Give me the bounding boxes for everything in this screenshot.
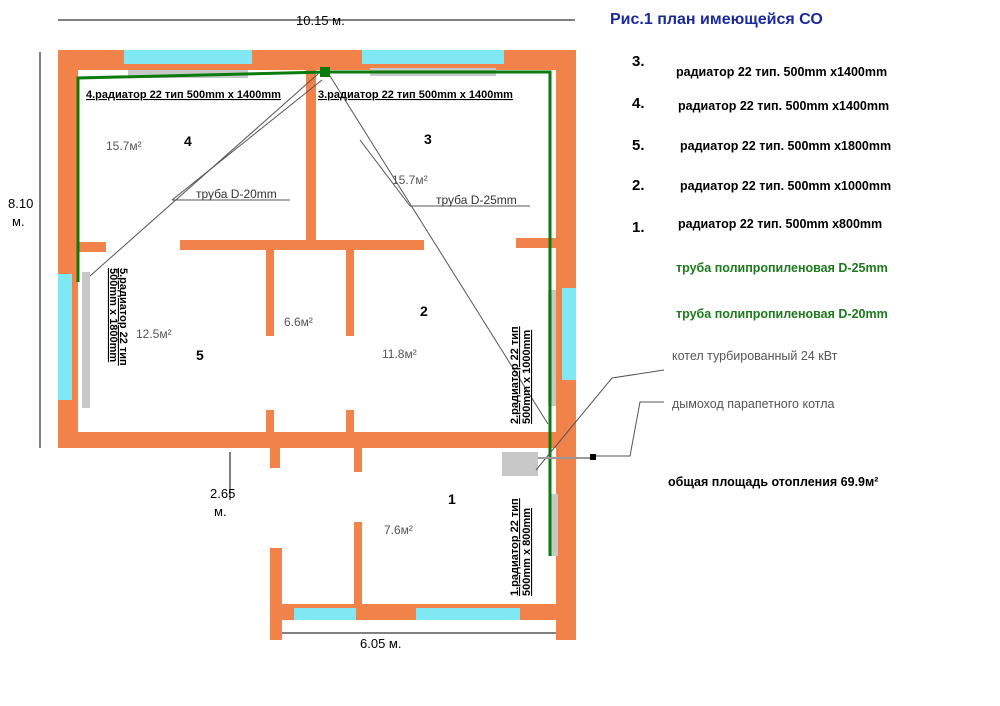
wall-partition-6-right xyxy=(346,250,354,336)
wall-lower-left xyxy=(270,548,282,640)
dim-step-value: 2.65 xyxy=(210,486,235,501)
legend-item-number: 3. xyxy=(632,53,645,70)
window-left xyxy=(58,274,72,400)
total-heated-area: общая площадь отопления 69.9м² xyxy=(668,475,878,489)
legend-item-number: 4. xyxy=(632,95,645,112)
room-area: 6.6м² xyxy=(284,315,313,329)
pipe-junction xyxy=(320,67,330,77)
window-top-2 xyxy=(362,50,504,64)
radiator-3-label: 3.радиатор 22 тип 500mm х 1400mm xyxy=(318,89,513,101)
dim-left-value: 8.10 xyxy=(8,196,33,211)
pipe-d25-label: труба D-25mm xyxy=(436,193,517,207)
chimney-callout: дымоход парапетного котла xyxy=(672,397,834,411)
room-number: 5 xyxy=(196,347,204,363)
dim-left-unit: м. xyxy=(12,214,25,229)
legend-item-text: радиатор 22 тип. 500mm x1400mm xyxy=(676,65,887,79)
window-top-1 xyxy=(124,50,252,64)
leader-lines xyxy=(89,73,665,471)
radiators xyxy=(82,68,558,556)
leader-boiler xyxy=(535,369,665,471)
dimension-lines xyxy=(39,19,576,634)
legend-title: Рис.1 план имеющейся СО xyxy=(610,11,823,28)
radiator-5-label-line2: 500mm x 1800mm xyxy=(107,268,119,362)
wall-stub-d xyxy=(354,448,362,472)
radiator-4-label: 4.радиатор 22 тип 500mm х 1400mm xyxy=(86,89,281,101)
room-area: 12.5м² xyxy=(136,327,172,341)
window-bottom-2 xyxy=(416,608,520,620)
legend-item-number: 1. xyxy=(632,219,645,236)
legend-item-number: 2. xyxy=(632,177,645,194)
room-number: 4 xyxy=(184,133,192,149)
dim-bottom: 6.05 м. xyxy=(360,636,401,651)
room-area: 11.8м² xyxy=(382,347,417,361)
wall-stub-e xyxy=(354,522,362,604)
radiator-1 xyxy=(550,494,558,556)
room-number: 1 xyxy=(448,491,456,507)
leader-chimney xyxy=(594,401,664,457)
radiator-2-label-line2: 500mm x 1000mm xyxy=(521,330,533,424)
wall-right-stub xyxy=(516,238,556,248)
legend-item-text: радиатор 22 тип. 500mm x800mm xyxy=(678,217,882,231)
wall-stub-c xyxy=(270,448,280,468)
legend-item-text: радиатор 22 тип. 500mm x1400mm xyxy=(678,99,889,113)
outer-wall-right xyxy=(556,50,576,448)
room-area: 15.7м² xyxy=(392,173,428,187)
boiler-unit xyxy=(502,452,538,476)
legend-item-number: 5. xyxy=(632,137,645,154)
room-area: 15.7м² xyxy=(106,139,142,153)
chimney-end xyxy=(590,454,596,460)
leader-d25-b xyxy=(359,139,411,207)
dim-step-unit: м. xyxy=(214,504,227,519)
wall-partition-6-left xyxy=(266,250,274,336)
windows xyxy=(58,50,576,620)
wall-mid-horizontal xyxy=(58,432,576,448)
dim-top: 10.15 м. xyxy=(296,13,345,28)
pipe-d20-label: труба D-20mm xyxy=(196,187,277,201)
wall-partition-horizontal xyxy=(180,240,424,250)
room-area: 7.6м² xyxy=(384,523,413,537)
radiator-5-label-line1: 5.радиатор 22 тип xyxy=(117,268,129,366)
legend-pipe-20: труба полипропиленовая D-20mm xyxy=(676,307,888,321)
boiler-callout: котел турбированный 24 кВт xyxy=(672,349,838,363)
wall-left-stub xyxy=(78,242,106,252)
room-number: 3 xyxy=(424,131,432,147)
window-right xyxy=(562,288,576,380)
legend-item-text: радиатор 22 тип. 500mm x1800mm xyxy=(680,139,891,153)
wall-stub-a xyxy=(266,410,274,432)
leader-d25-a xyxy=(329,75,549,425)
radiator-1-label-line1: 1.радиатор 22 тип xyxy=(509,498,521,596)
window-bottom-1 xyxy=(294,608,356,620)
wall-partition-top xyxy=(306,70,316,242)
room-number: 2 xyxy=(420,303,428,319)
wall-stub-b xyxy=(346,410,354,432)
radiator-2 xyxy=(548,290,556,406)
wall-lower-right xyxy=(556,448,576,640)
radiator-5 xyxy=(82,272,90,408)
leader-d20-b xyxy=(171,79,323,201)
radiator-2-label-line1: 2.радиатор 22 тип xyxy=(509,326,521,424)
radiator-1-label-line2: 500mm x 800mm xyxy=(521,508,533,596)
legend-pipe-25: труба полипропиленовая D-25mm xyxy=(676,261,888,275)
legend-item-text: радиатор 22 тип. 500mm x1000mm xyxy=(680,179,891,193)
